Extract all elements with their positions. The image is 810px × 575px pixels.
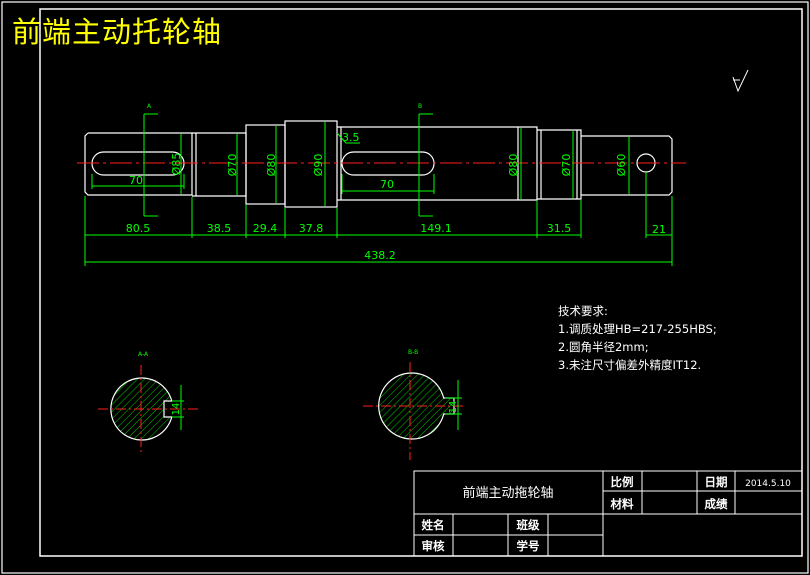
section-a-letter: A-A <box>138 351 149 358</box>
title-block-class-label: 班级 <box>517 518 540 532</box>
dim-diameter-80-left: Ø80 <box>265 154 278 177</box>
dim-diameter-90: Ø90 <box>312 154 325 177</box>
section-letter-b: B <box>418 103 422 110</box>
section-marks <box>143 113 433 217</box>
section-view-a: 14 A-A <box>98 351 201 452</box>
dim-keyway-70-left: 70 <box>129 174 143 187</box>
title-block-student-id-label: 学号 <box>517 539 540 553</box>
keyway-dim-lines <box>91 174 435 194</box>
title-block-date-label: 日期 <box>705 475 728 489</box>
dim-length-37-8: 37.8 <box>299 222 324 235</box>
dim-length-31-5: 31.5 <box>547 222 572 235</box>
inner-border <box>39 8 803 557</box>
dim-total-length: 438.2 <box>364 249 396 262</box>
title-block-part-name: 前端主动拖轮轴 <box>462 485 553 501</box>
drawing-title: 前端主动托轮轴 <box>12 15 223 49</box>
dim-small-3-5: 3.5 <box>342 131 360 144</box>
title-block-reviewer-label: 审核 <box>422 539 445 553</box>
shaft-outline <box>84 120 673 208</box>
dim-diameter-60: Ø60 <box>615 154 628 177</box>
section-letter-a: A <box>147 103 152 110</box>
surface-roughness-icon <box>732 69 749 93</box>
section-b-key-width: 14 <box>448 401 459 414</box>
diameter-dim-lines <box>180 122 630 206</box>
dim-diameter-70-right: Ø70 <box>560 154 573 177</box>
tech-req-item-3: 3.未注尺寸偏差外精度IT12. <box>558 358 701 372</box>
dim-diameter-85: Ø85 <box>170 153 183 176</box>
tech-req-heading: 技术要求: <box>558 304 608 318</box>
dim-diameter-80-right: Ø80 <box>507 154 520 177</box>
dim-keyway-70-right: 70 <box>380 178 394 191</box>
length-extension-lines <box>84 172 673 266</box>
title-block-material-label: 材料 <box>611 497 634 511</box>
title-block-name-label: 姓名 <box>421 518 445 532</box>
section-a-key-width: 14 <box>171 403 182 416</box>
dim-length-29-4: 29.4 <box>253 222 278 235</box>
section-b-letter: B-B <box>408 349 418 356</box>
section-b-body <box>378 372 455 440</box>
dim-length-38-5: 38.5 <box>207 222 232 235</box>
title-block-grade-label: 成绩 <box>705 497 728 511</box>
tech-req-item-1: 1.调质处理HB=217-255HBS; <box>558 322 717 336</box>
title-block <box>413 470 803 557</box>
section-view-b: 14 B-B <box>363 349 465 460</box>
tech-req-item-2: 2.圆角半径2mm; <box>558 340 649 354</box>
dim-diameter-70-left: Ø70 <box>226 154 239 177</box>
title-block-scale-label: 比例 <box>611 475 634 489</box>
dim-length-80-5: 80.5 <box>126 222 151 235</box>
dim-length-149-1: 149.1 <box>420 222 452 235</box>
dim-length-21: 21 <box>652 223 666 236</box>
title-block-date-value: 2014.5.10 <box>745 479 791 489</box>
